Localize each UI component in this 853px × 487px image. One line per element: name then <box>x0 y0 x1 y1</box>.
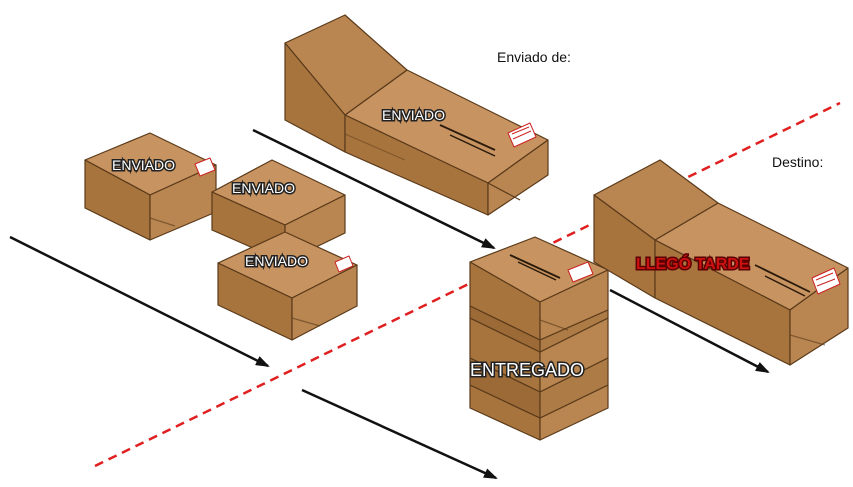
sent-from-caption: Enviado de: <box>497 49 571 65</box>
long-box-late <box>593 159 849 366</box>
late-label: LLEGÓ TARDE <box>636 254 750 273</box>
arrow-right <box>609 288 770 374</box>
arrow-left <box>9 235 270 368</box>
box-sent-3 <box>217 231 358 341</box>
delivered-label: ENTREGADO <box>470 360 584 380</box>
boundary-dashed-line <box>94 101 841 468</box>
delivered-stack <box>469 236 609 441</box>
box-sent-1 <box>84 132 217 241</box>
long-box-sent-label: ENVIADO <box>382 107 445 123</box>
box-sent-3-label: ENVIADO <box>245 253 308 269</box>
box-sent-1-label: ENVIADO <box>112 157 175 173</box>
box-sent-2-label: ENVIADO <box>232 180 295 196</box>
long-box-sent <box>284 14 549 216</box>
arrow-bottom <box>301 388 498 480</box>
arrow-top <box>252 128 496 250</box>
destination-caption: Destino: <box>772 154 823 170</box>
